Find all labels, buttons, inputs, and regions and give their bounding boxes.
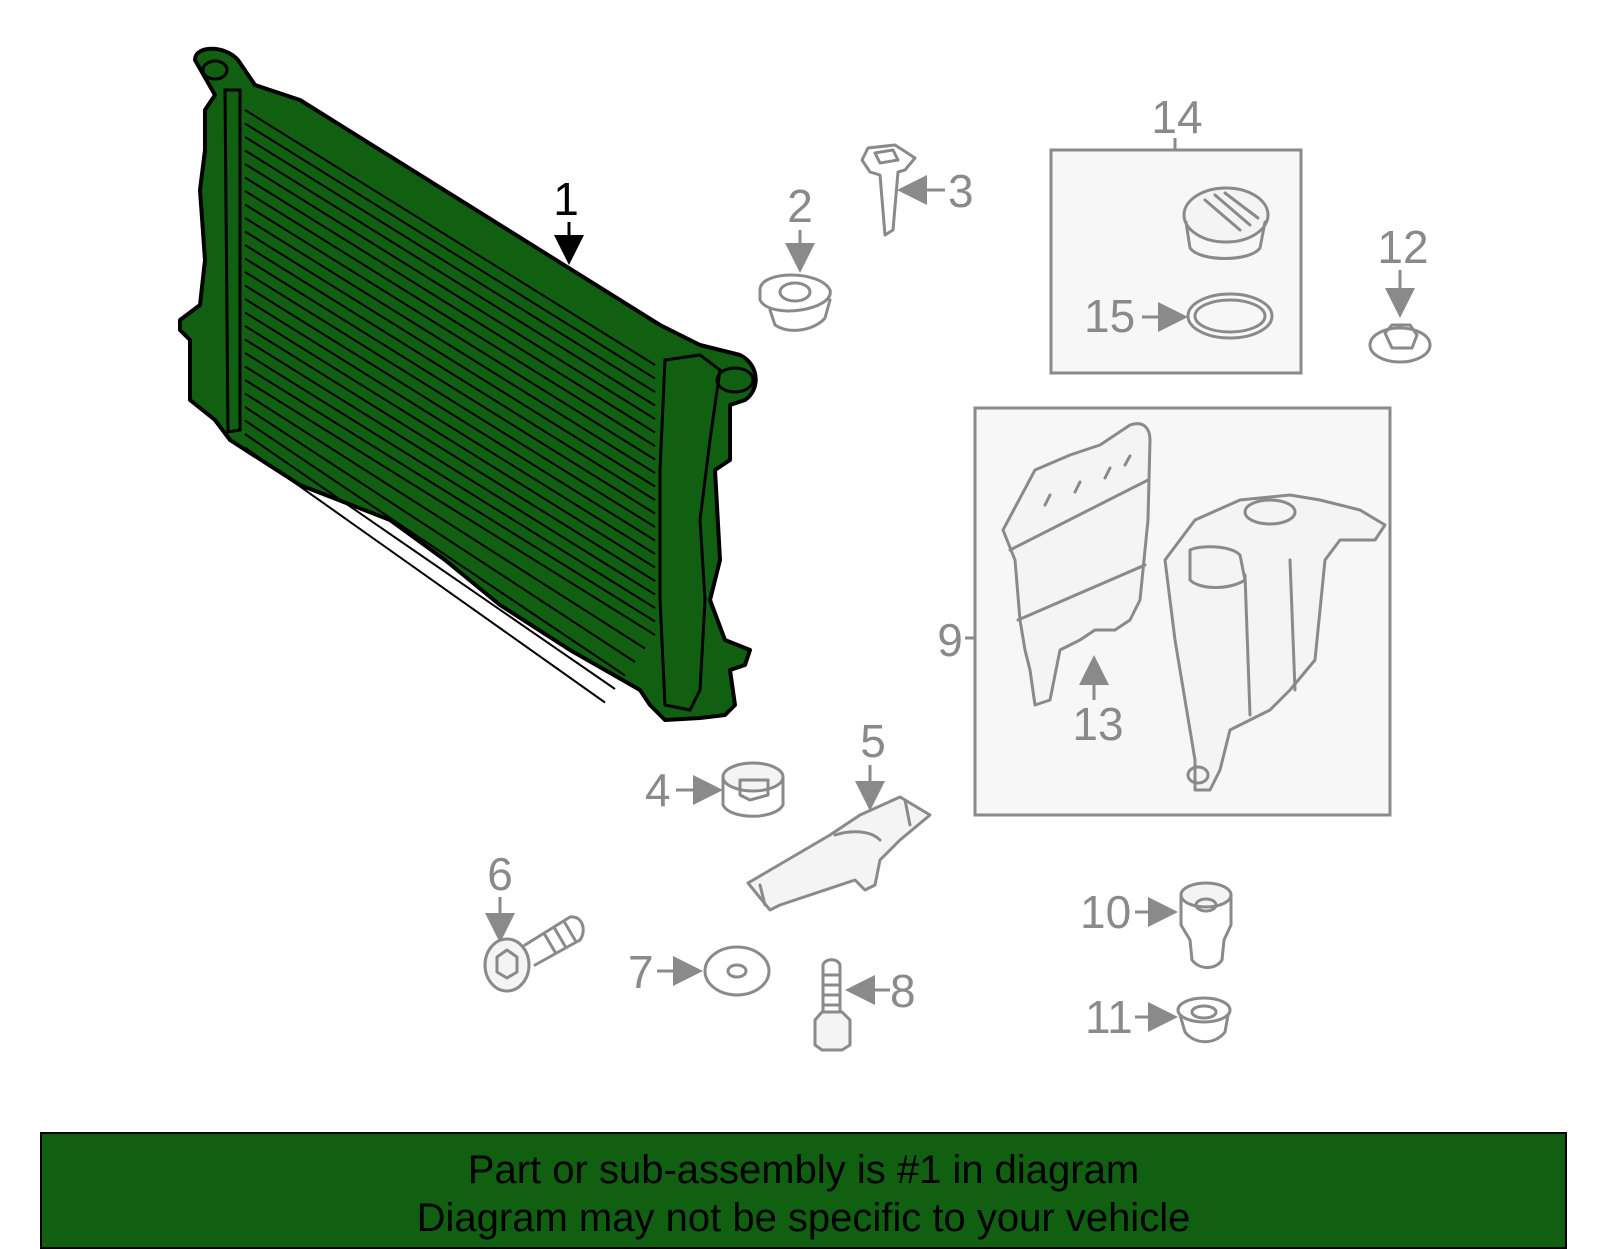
radiator-fin-line (244, 230, 656, 488)
callout-4: 4 (645, 764, 671, 816)
cap-part-14[interactable] (1182, 186, 1270, 260)
radiator-fin-line (244, 163, 656, 420)
radiator-fin-line (244, 217, 656, 474)
radiator-fin-line (244, 419, 626, 677)
bracket-part-5[interactable] (746, 795, 932, 912)
callout-11: 11 (1085, 991, 1133, 1043)
radiator-fin-line (244, 136, 656, 393)
radiator-fin-line (244, 190, 656, 447)
callout-14: 14 (1151, 91, 1202, 143)
seal-part-15[interactable] (1186, 292, 1274, 340)
radiator-fin-line (244, 338, 656, 596)
bolt-part-6[interactable] (483, 915, 585, 993)
radiator-fin-line (244, 325, 656, 582)
grommet-part-11[interactable] (1176, 996, 1232, 1044)
mount-part-10[interactable] (1179, 881, 1233, 969)
radiator-fin-line (244, 379, 656, 636)
radiator-right-tank (658, 353, 722, 712)
callout-8: 8 (890, 965, 916, 1017)
parts-diagram: 1 2 3 14 15 12 9 13 (178, 46, 1432, 1052)
radiator-left-bar (223, 88, 242, 434)
callout-7: 7 (628, 946, 654, 998)
callout-1: 1 (553, 173, 579, 225)
radiator-fin-line (244, 392, 646, 650)
radiator-fin-line (244, 109, 656, 366)
radiator-fin-line (244, 406, 636, 663)
radiator-upper-port (715, 366, 755, 394)
callout-6: 6 (487, 848, 513, 900)
callout-13: 13 (1072, 698, 1123, 750)
reservoir-part[interactable] (1163, 493, 1387, 792)
washer-part-7[interactable] (703, 945, 771, 997)
radiator-fin-line (244, 244, 656, 501)
nut-part-12[interactable] (1368, 323, 1432, 364)
radiator-fin-line (244, 298, 656, 555)
callout-9: 9 (937, 614, 963, 666)
bushing-part-4[interactable] (721, 761, 785, 818)
callout-5: 5 (860, 715, 886, 767)
radiator-fin-line (244, 149, 656, 407)
radiator-fin-line (244, 365, 656, 623)
group-box-cap (1049, 148, 1303, 375)
callout-12: 12 (1377, 221, 1428, 273)
info-banner: Part or sub-assembly is #1 in diagram Di… (40, 1132, 1567, 1249)
shield-part-13[interactable] (1001, 422, 1152, 707)
radiator-fin-line (244, 284, 656, 542)
grommet-part-2[interactable] (758, 273, 832, 332)
banner-line-1: Part or sub-assembly is #1 in diagram (467, 1148, 1140, 1192)
radiator-fin-line (244, 271, 656, 528)
callout-10: 10 (1080, 886, 1131, 938)
radiator-fin-line (244, 446, 606, 704)
radiator-fins (244, 109, 656, 704)
callout-2: 2 (787, 180, 813, 232)
callout-3: 3 (948, 165, 974, 217)
radiator-top-mount (201, 59, 229, 81)
pin-part-3[interactable] (860, 143, 917, 237)
radiator-fin-line (244, 122, 656, 380)
radiator-fin-line (244, 311, 656, 569)
radiator-part[interactable] (178, 46, 758, 722)
radiator-fin-line (244, 203, 656, 461)
callout-15: 15 (1084, 290, 1135, 342)
radiator-fin-line (244, 433, 616, 690)
banner-line-2: Diagram may not be specific to your vehi… (416, 1196, 1191, 1240)
radiator-fin-line (244, 257, 656, 515)
radiator-fin-line (244, 352, 656, 609)
stud-part-8[interactable] (813, 958, 852, 1052)
radiator-fin-line (244, 176, 656, 434)
